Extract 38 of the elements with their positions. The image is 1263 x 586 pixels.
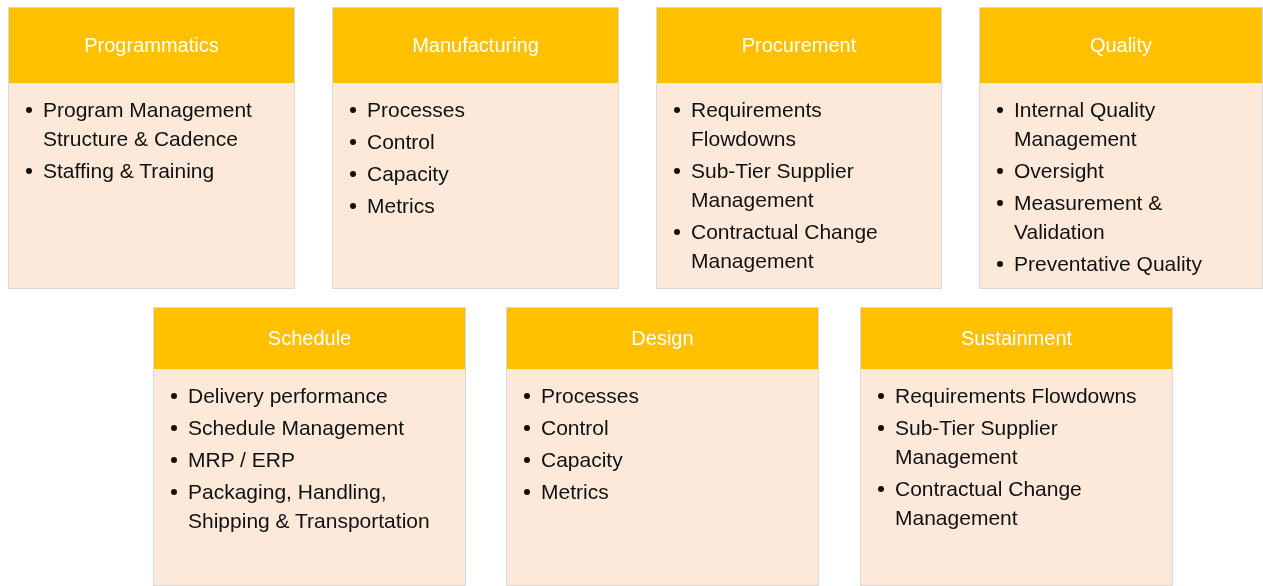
card — [8, 7, 295, 289]
bullet-item: MRP / ERP — [168, 445, 433, 474]
bullet-item: Control — [521, 413, 786, 442]
bullet-item: Program Management Structure & Cadence — [23, 95, 284, 153]
card — [153, 307, 466, 586]
bullet-item: Control — [347, 127, 608, 156]
bullet-item: Measurement & Validation — [994, 188, 1252, 246]
bullet-item: Capacity — [521, 445, 786, 474]
card — [656, 7, 942, 289]
bullet-item: Processes — [347, 95, 608, 124]
card — [506, 307, 819, 586]
card-header: Sustainment — [861, 308, 1172, 369]
bullet-item: Sub-Tier Supplier Management — [671, 156, 931, 214]
bullet-item: Packaging, Handling, Shipping & Transportation — [168, 477, 433, 535]
bullet-item: Staffing & Training — [23, 156, 284, 185]
card-header: Manufacturing — [333, 8, 618, 83]
card-header: Programmatics — [9, 8, 294, 83]
bullet-item: Oversight — [994, 156, 1252, 185]
bullet-item: Sub-Tier Supplier Management — [875, 413, 1140, 471]
bullet-item: Requirements Flowdowns — [671, 95, 931, 153]
bullet-item: Contractual Change Management — [671, 217, 931, 275]
bullet-item: Requirements Flowdowns — [875, 381, 1140, 410]
card-header: Design — [507, 308, 818, 369]
bullet-item: Contractual Change Management — [875, 474, 1140, 532]
card — [979, 7, 1263, 289]
card-header: Schedule — [154, 308, 465, 369]
bullet-item: Metrics — [347, 191, 608, 220]
bullet-item: Preventative Quality — [994, 249, 1252, 278]
bullet-item: Capacity — [347, 159, 608, 188]
card-header: Quality — [980, 8, 1262, 83]
bullet-item: Delivery performance — [168, 381, 433, 410]
bullet-item: Processes — [521, 381, 786, 410]
bullet-item: Schedule Management — [168, 413, 433, 442]
card — [332, 7, 619, 289]
bullet-item: Internal Quality Management — [994, 95, 1252, 153]
card-header: Procurement — [657, 8, 941, 83]
card — [860, 307, 1173, 586]
bullet-item: Metrics — [521, 477, 786, 506]
